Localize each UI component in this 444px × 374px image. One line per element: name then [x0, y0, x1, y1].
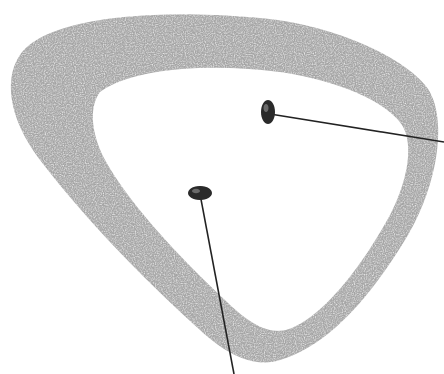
lower-left-marker — [188, 186, 212, 200]
upper-right-marker — [261, 100, 275, 124]
